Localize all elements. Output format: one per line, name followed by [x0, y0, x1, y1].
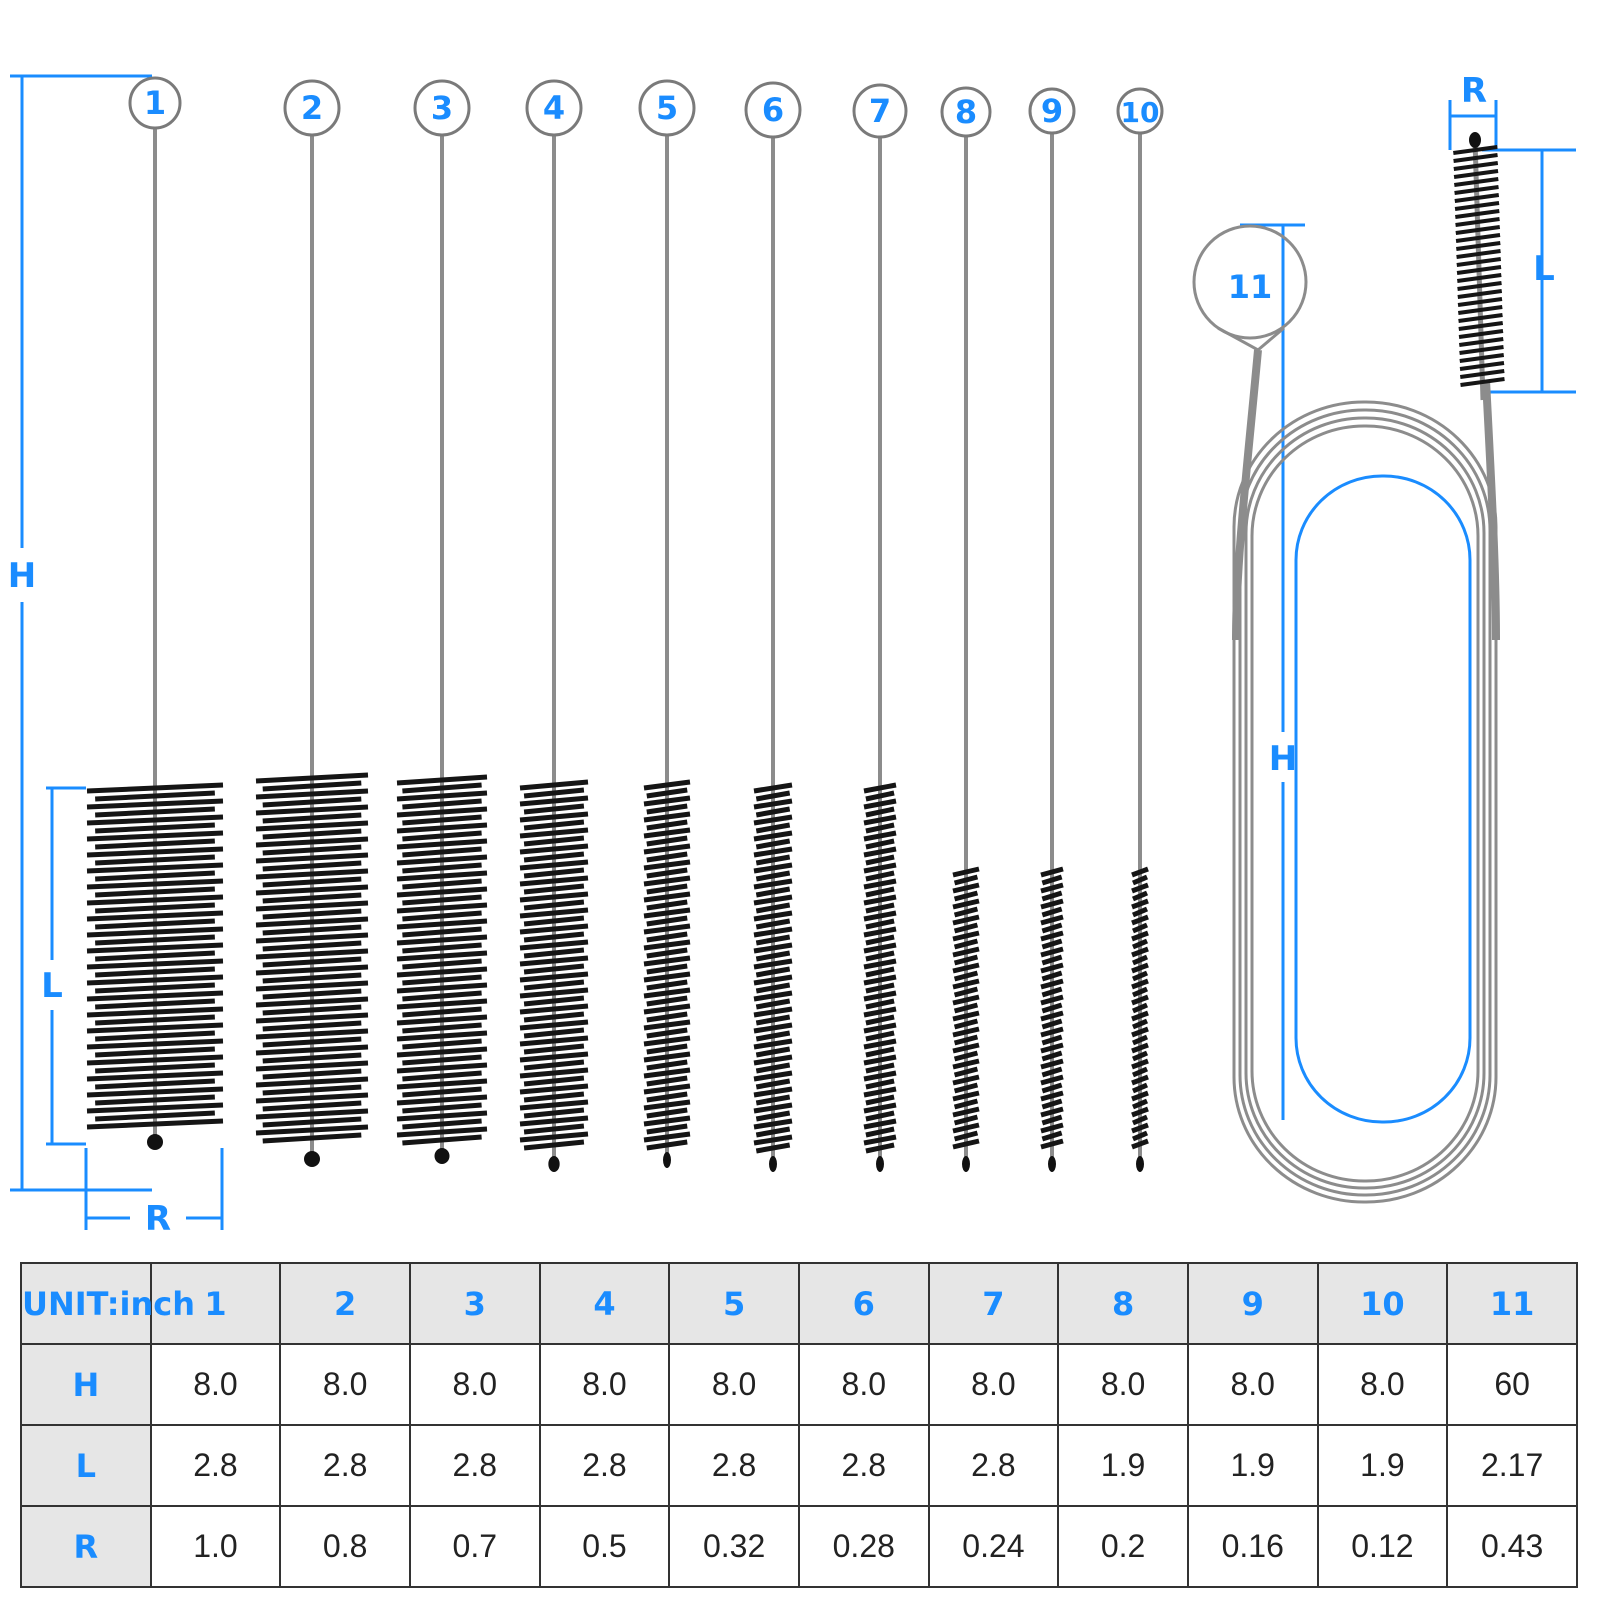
- table-cell: 8.0: [1186, 1343, 1319, 1426]
- table-cell: 0.32: [668, 1505, 800, 1588]
- brush-number-label: 9: [1041, 92, 1063, 130]
- brush-9: 9: [1028, 87, 1076, 1172]
- column-header: 9: [1186, 1262, 1319, 1345]
- brush-7: 7: [852, 83, 908, 1172]
- column-header: 11: [1446, 1262, 1578, 1345]
- table-cell: 8.0: [279, 1343, 411, 1426]
- table-cell: 0.43: [1446, 1505, 1578, 1588]
- flex-height-label: H: [1269, 739, 1297, 779]
- table-cell: 0.5: [538, 1505, 671, 1588]
- table-cell: 2.8: [668, 1424, 800, 1507]
- height-label: H: [8, 556, 36, 596]
- table-cell: 1.9: [1316, 1424, 1449, 1507]
- column-header: 8: [1057, 1262, 1189, 1345]
- table-cell: 8.0: [668, 1343, 800, 1426]
- table-cell: 0.7: [408, 1505, 541, 1588]
- row-label: L: [20, 1424, 152, 1507]
- column-header: 3: [408, 1262, 541, 1345]
- table-cell: 0.2: [1057, 1505, 1189, 1588]
- table-cell: 8.0: [408, 1343, 541, 1426]
- flexible-brush: 11: [1192, 132, 1505, 1204]
- brush-number-label: 1: [144, 84, 166, 122]
- radius-label: R: [145, 1199, 171, 1230]
- brush-1: 1: [86, 76, 224, 1150]
- brush-5: 5: [638, 79, 696, 1168]
- brush-set-figure: H L R H L R 1 2 3 4 5 6 7 8 9 10 11: [6, 71, 1576, 1230]
- brushes: 1 2 3 4 5 6 7 8 9 10: [86, 76, 1164, 1172]
- unit-label-cell: UNIT:inch: [20, 1262, 195, 1345]
- brush-number-label: 4: [543, 89, 565, 127]
- column-header: 4: [538, 1262, 671, 1345]
- table-cell: 1.9: [1186, 1424, 1319, 1507]
- flex-length-label: L: [1533, 249, 1555, 289]
- brush-8: 8: [940, 86, 992, 1172]
- table-cell: 8.0: [797, 1343, 930, 1426]
- table-cell: 2.8: [279, 1424, 411, 1507]
- table-cell: 8.0: [1316, 1343, 1449, 1426]
- brush-number-label: 10: [1121, 96, 1160, 129]
- flex-radius-label: R: [1461, 71, 1487, 111]
- brush-6: 6: [744, 81, 802, 1172]
- brush-number-label: 6: [762, 91, 784, 129]
- table-cell: 2.8: [797, 1424, 930, 1507]
- table-cell: 8.0: [538, 1343, 671, 1426]
- length-label: L: [41, 966, 63, 1006]
- table-cell: 60: [1446, 1343, 1578, 1426]
- brush-number-label: 5: [656, 89, 678, 127]
- table-cell: 0.12: [1316, 1505, 1449, 1588]
- column-header: 10: [1316, 1262, 1449, 1345]
- table-cell: 8.0: [149, 1343, 282, 1426]
- row-label: R: [20, 1505, 152, 1588]
- table-cell: 1.0: [149, 1505, 282, 1588]
- table-cell: 2.8: [408, 1424, 541, 1507]
- flex-brush-label: 11: [1228, 268, 1273, 306]
- table-cell: 0.8: [279, 1505, 411, 1588]
- column-header: 7: [927, 1262, 1060, 1345]
- column-header: 2: [279, 1262, 411, 1345]
- brush-number-label: 7: [869, 92, 891, 130]
- row-label: H: [20, 1343, 152, 1426]
- brush-3: 3: [396, 79, 488, 1164]
- brush-number-label: 2: [301, 89, 323, 127]
- table-cell: 2.8: [538, 1424, 671, 1507]
- column-header: 1: [149, 1262, 282, 1345]
- brush-number-label: 8: [955, 93, 977, 131]
- table-cell: 0.28: [797, 1505, 930, 1588]
- table-cell: 2.8: [149, 1424, 282, 1507]
- table-cell: 2.17: [1446, 1424, 1578, 1507]
- brush-2: 2: [255, 79, 369, 1167]
- brush-4: 4: [519, 79, 589, 1172]
- dimension-lines: [10, 74, 1576, 1230]
- brush-10: 10: [1116, 87, 1164, 1172]
- table-cell: 0.16: [1186, 1505, 1319, 1588]
- table-cell: 8.0: [1057, 1343, 1189, 1426]
- table-cell: 1.9: [1057, 1424, 1189, 1507]
- column-header: 6: [797, 1262, 930, 1345]
- table-cell: 2.8: [927, 1424, 1060, 1507]
- brush-number-label: 3: [431, 89, 453, 127]
- table-cell: 8.0: [927, 1343, 1060, 1426]
- table-cell: 0.24: [927, 1505, 1060, 1588]
- column-header: 5: [668, 1262, 800, 1345]
